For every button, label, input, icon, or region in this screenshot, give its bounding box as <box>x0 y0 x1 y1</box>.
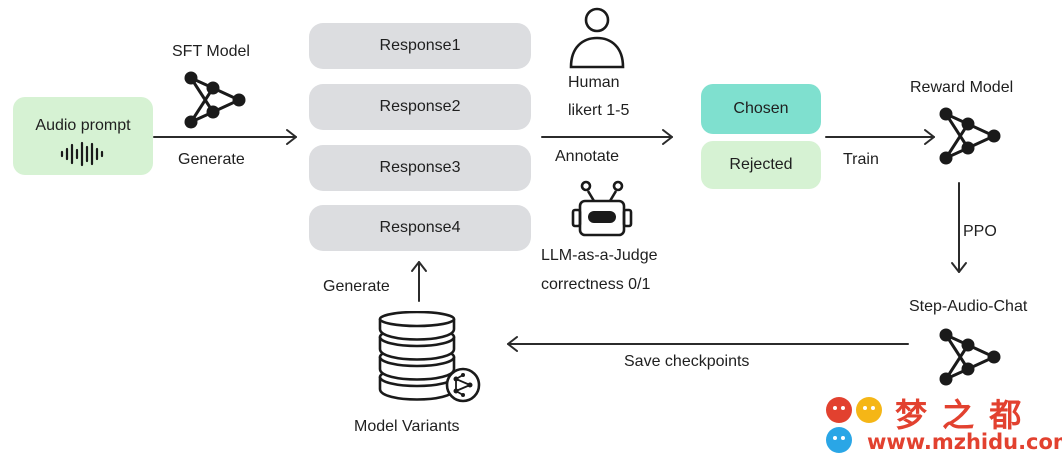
response-box: Response2 <box>309 84 531 130</box>
annotate-label: Annotate <box>555 148 620 165</box>
person-icon <box>569 7 625 69</box>
robot-icon <box>571 180 633 237</box>
database-icon <box>378 311 481 403</box>
step-audio-chat-label: Step-Audio-Chat <box>909 298 1028 315</box>
response-label: Response2 <box>379 98 461 115</box>
response-box: Response4 <box>309 205 531 251</box>
response-box: Response3 <box>309 145 531 191</box>
chosen-box: Chosen <box>701 84 821 134</box>
correctness-label: correctness 0/1 <box>541 276 651 293</box>
human-label: Human <box>568 74 620 91</box>
rejected-label: Rejected <box>729 156 793 173</box>
watermark-chars: 梦 之 都 <box>895 396 1024 434</box>
model-variants-label: Model Variants <box>354 418 460 435</box>
generate-top-label: Generate <box>178 151 245 168</box>
likert-label: likert 1-5 <box>568 102 630 119</box>
sft-model-label: SFT Model <box>172 43 250 60</box>
generate-bottom-label: Generate <box>323 278 390 295</box>
ppo-label: PPO <box>963 223 997 240</box>
response-label: Response3 <box>379 159 461 176</box>
reward-model-label: Reward Model <box>910 79 1014 96</box>
waveform-icon <box>60 141 104 167</box>
chosen-label: Chosen <box>733 100 789 117</box>
response-box: Response1 <box>309 23 531 69</box>
response-label: Response1 <box>379 37 461 54</box>
train-label: Train <box>843 151 879 168</box>
llm-judge-label: LLM-as-a-Judge <box>541 247 658 264</box>
neural-network-icon <box>939 328 1001 386</box>
neural-network-icon <box>939 107 1001 165</box>
watermark: 梦 之 都 www.mzhidu.com <box>823 392 1062 458</box>
audio-prompt-box: Audio prompt <box>13 97 153 175</box>
neural-network-icon <box>184 71 246 129</box>
rejected-box: Rejected <box>701 141 821 189</box>
response-label: Response4 <box>379 219 461 236</box>
mascot-icon <box>826 397 882 453</box>
watermark-url: www.mzhidu.com <box>867 430 1062 454</box>
save-checkpoints-label: Save checkpoints <box>624 353 750 370</box>
audio-prompt-label: Audio prompt <box>35 117 131 134</box>
